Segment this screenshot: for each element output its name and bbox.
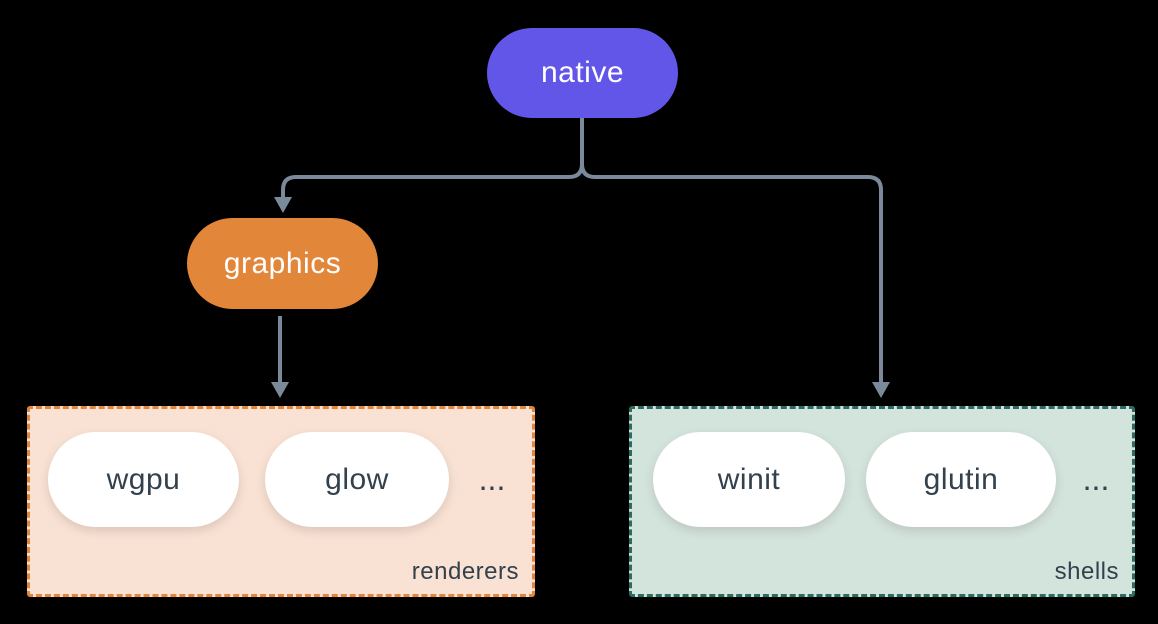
item-winit-label: winit (717, 462, 781, 496)
arrowhead-graphics-renderers (271, 382, 289, 398)
arrowhead-native-shells (872, 382, 890, 398)
shells-ellipsis: ... (1082, 461, 1110, 497)
group-shells-label: shells (1054, 558, 1119, 585)
item-glow: glow (265, 432, 449, 527)
node-native-label: native (540, 56, 625, 89)
item-glutin-label: glutin (923, 462, 999, 496)
group-renderers-label: renderers (411, 558, 519, 585)
item-wgpu-label: wgpu (106, 462, 181, 496)
renderers-ellipsis: ... (478, 461, 506, 497)
group-renderers: wgpu glow ... renderers (27, 406, 535, 597)
node-graphics-label: graphics (223, 246, 342, 280)
item-winit: winit (653, 432, 845, 527)
arrowhead-native-graphics (274, 197, 292, 213)
item-glutin: glutin (866, 432, 1056, 527)
group-shells: winit glutin ... shells (629, 406, 1135, 597)
item-glow-label: glow (325, 462, 389, 496)
node-native: native (487, 28, 678, 118)
edge-native-graphics (281, 118, 584, 199)
edge-native-shells (580, 118, 883, 384)
node-graphics: graphics (187, 218, 378, 309)
item-wgpu: wgpu (48, 432, 239, 527)
